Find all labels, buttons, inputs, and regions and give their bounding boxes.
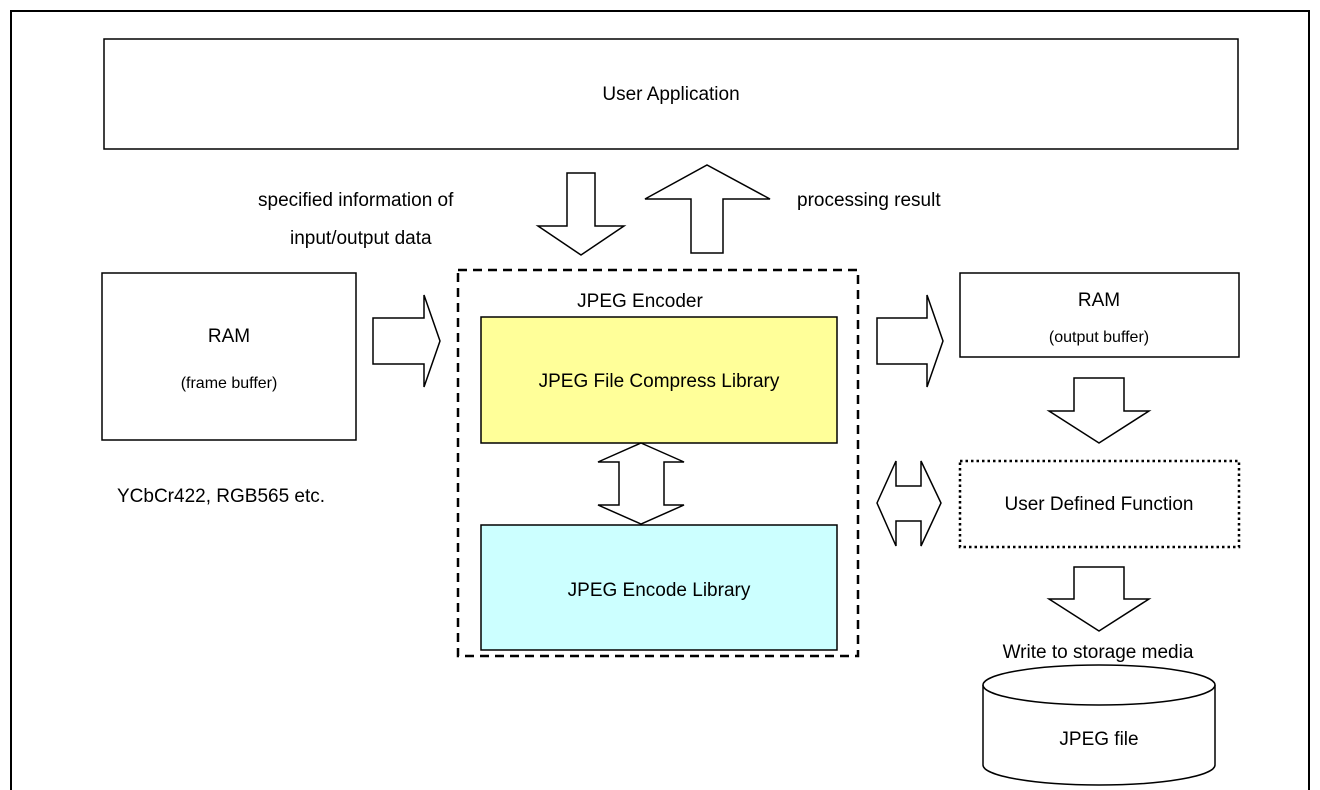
jpeg-encoder-container: JPEG Encoder <box>456 268 860 658</box>
ram-output-buffer-block: RAM (output buffer) <box>959 272 1240 358</box>
up-arrow-processing-result <box>644 164 771 254</box>
arrow-encoder-to-output <box>876 294 944 388</box>
jpeg-encode-library-block: JPEG Encode Library <box>480 524 838 651</box>
storage-caption: Write to storage media <box>1003 642 1194 663</box>
encode-library-label: JPEG Encode Library <box>568 580 751 601</box>
bidirectional-arrow-user-function <box>876 460 942 547</box>
compress-library-label: JPEG File Compress Library <box>539 371 780 392</box>
specified-info-label-line2: input/output data <box>290 228 432 249</box>
ram-frame-buffer-title: RAM <box>208 326 250 347</box>
down-arrow-specified-info <box>535 172 627 256</box>
user-defined-function-label: User Defined Function <box>1004 494 1193 515</box>
compress-library-box <box>480 316 838 444</box>
ram-output-buffer-title: RAM <box>1078 290 1120 311</box>
bidirectional-arrow-libraries <box>597 442 685 525</box>
arrow-input-to-encoder <box>372 294 441 388</box>
jpeg-file-compress-library-block: JPEG File Compress Library <box>480 316 838 444</box>
jpeg-file-storage-cylinder: JPEG file <box>982 664 1216 786</box>
ram-output-buffer-subtitle: (output buffer) <box>1049 329 1149 346</box>
input-formats-label: YCbCr422, RGB565 etc. <box>117 486 325 507</box>
outer-frame <box>10 10 1310 790</box>
jpeg-file-label: JPEG file <box>1059 729 1138 750</box>
user-application-block: User Application <box>103 38 1239 150</box>
specified-info-label-line1: specified information of <box>258 190 454 211</box>
processing-result-label: processing result <box>797 190 941 211</box>
arrow-user-function-to-storage <box>1046 566 1152 632</box>
ram-frame-buffer-block: RAM (frame buffer) <box>101 272 357 441</box>
arrow-output-to-user-function <box>1046 377 1152 444</box>
ram-frame-buffer-subtitle: (frame buffer) <box>181 375 278 392</box>
user-application-label: User Application <box>602 84 739 105</box>
jpeg-encoder-title: JPEG Encoder <box>577 291 703 312</box>
user-defined-function-block: User Defined Function <box>958 459 1241 549</box>
encode-library-box <box>480 524 838 651</box>
